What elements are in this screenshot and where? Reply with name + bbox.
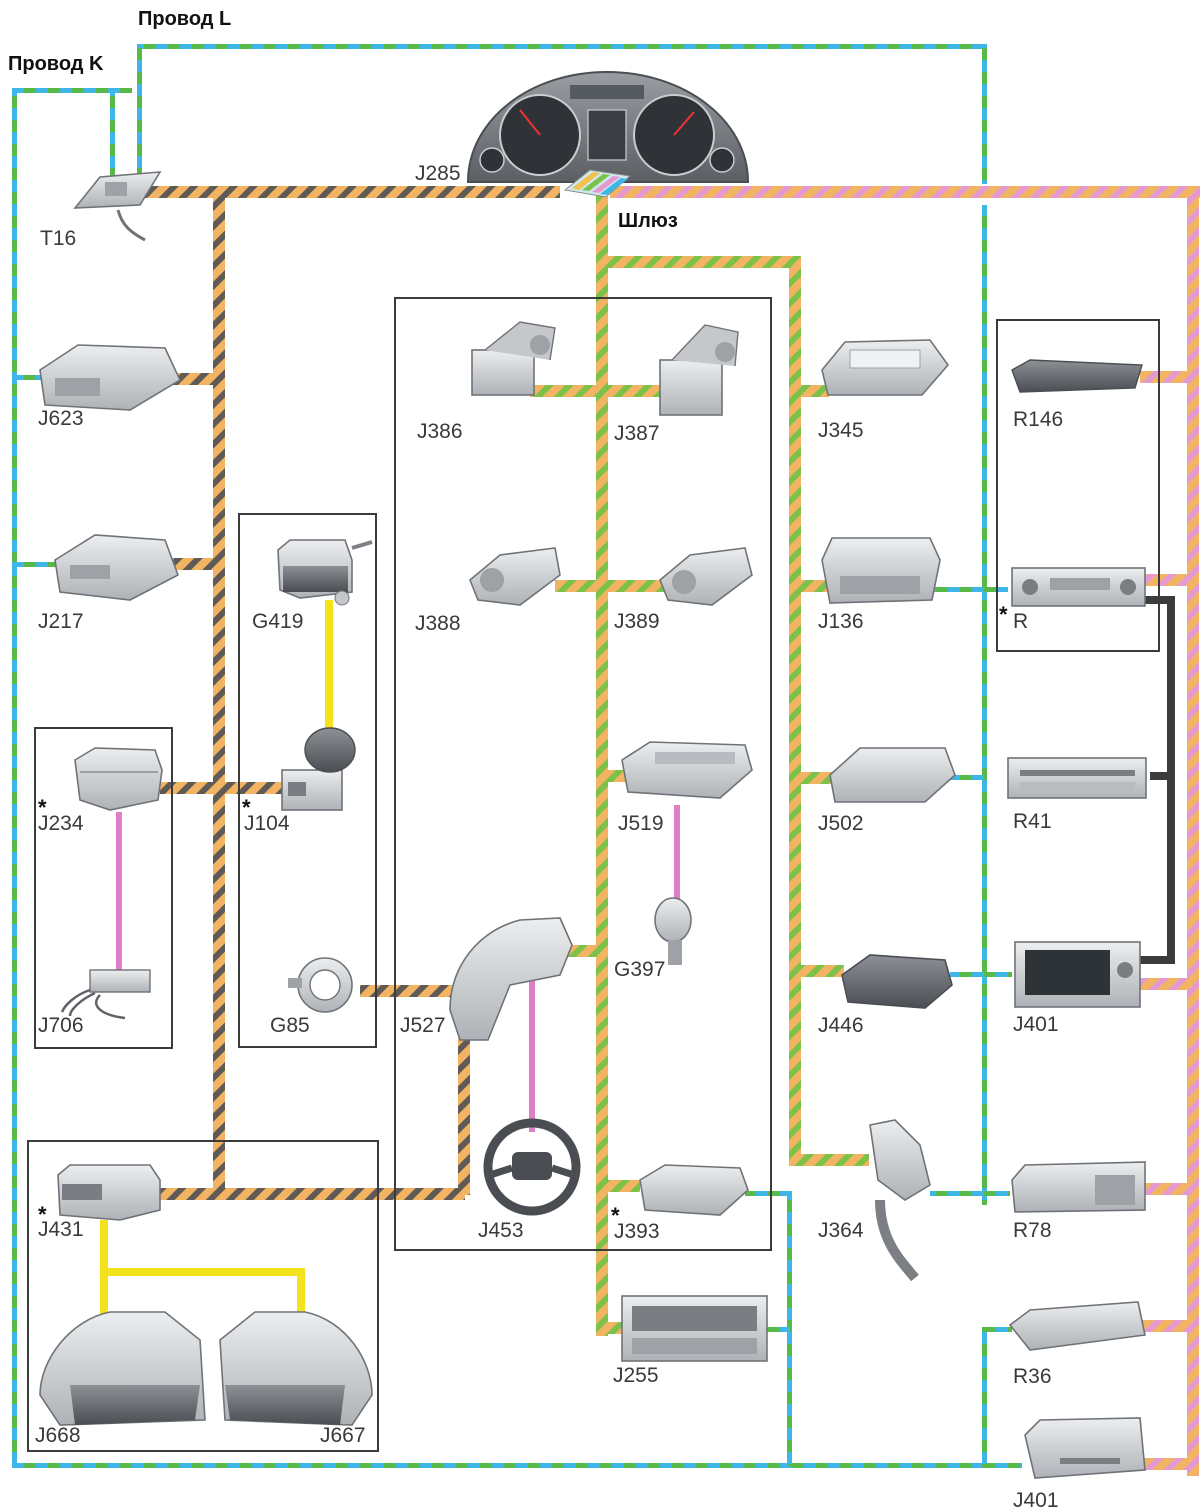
j519-onboard-supply-ecu-icon	[622, 742, 752, 798]
label-j234: J234	[38, 812, 84, 835]
j136-seat-memory-ecu-icon	[822, 538, 940, 603]
j217-transmission-ecu-icon	[55, 535, 178, 600]
j431-headlight-range-ecu-icon	[58, 1165, 160, 1220]
r36-telephone-unit-icon	[1010, 1302, 1145, 1350]
label-j364: J364	[818, 1219, 864, 1242]
j706-occupant-sensor-icon	[62, 970, 150, 1018]
label-r78: R78	[1013, 1219, 1052, 1242]
label-j387: J387	[614, 422, 660, 445]
j388-door-control-unit-icon	[470, 548, 560, 605]
label-j667: J667	[320, 1424, 366, 1447]
wire-k-label: Провод K	[8, 53, 104, 75]
label-j136: J136	[818, 610, 864, 633]
label-j217: J217	[38, 610, 84, 633]
label-j453: J453	[478, 1219, 524, 1242]
gateway-label: Шлюз	[618, 210, 678, 232]
label-t16: T16	[40, 227, 76, 250]
g85-steering-angle-sensor-icon	[288, 958, 352, 1012]
g419-sensor-icon	[278, 540, 372, 605]
label-j527: J527	[400, 1014, 446, 1037]
j389-door-control-unit-icon	[660, 548, 752, 605]
j255-climate-control-icon	[622, 1296, 767, 1361]
j345-trailer-ecu-icon	[822, 340, 948, 395]
label-j104: J104	[244, 812, 290, 835]
label-g397: G397	[614, 958, 665, 981]
j668-headlight-icon	[40, 1312, 205, 1425]
label-j623: J623	[38, 407, 84, 430]
star-r: *	[999, 602, 1008, 627]
wire-l-label: Провод L	[138, 8, 231, 30]
label-j388: J388	[415, 612, 461, 635]
j364-auxiliary-heater-icon	[870, 1120, 930, 1278]
label-j255: J255	[613, 1364, 659, 1387]
j401-navigation-unit-icon	[1015, 942, 1140, 1007]
label-j393: J393	[614, 1220, 660, 1243]
j502-tire-pressure-ecu-icon	[830, 748, 955, 802]
label-g419: G419	[252, 610, 303, 633]
j453-steering-wheel-icon	[488, 1123, 576, 1211]
label-j446: J446	[818, 1014, 864, 1037]
label-r146: R146	[1013, 408, 1063, 431]
r78-tv-tuner-icon	[1012, 1162, 1145, 1212]
label-r36: R36	[1013, 1365, 1052, 1388]
j667-headlight-icon	[220, 1312, 372, 1425]
j285-instrument-cluster-icon	[468, 72, 748, 182]
t16-diagnostic-connector-icon	[75, 172, 160, 240]
j623-engine-ecu-icon	[40, 345, 180, 410]
j386-door-control-unit-icon	[472, 322, 555, 395]
label-j668: J668	[35, 1424, 81, 1447]
j387-door-control-unit-icon	[660, 325, 738, 415]
label-j285: J285	[415, 162, 461, 185]
r146-satellite-radio-icon	[1012, 360, 1142, 392]
j393-comfort-ecu-icon	[640, 1165, 748, 1215]
j446-parking-aid-ecu-icon	[842, 955, 952, 1008]
label-j401-drive: J401	[1013, 1489, 1059, 1512]
j401-navigation-drive-icon	[1025, 1418, 1145, 1478]
label-r: R	[1013, 610, 1028, 633]
label-j401-nav: J401	[1013, 1013, 1059, 1036]
r41-cd-changer-icon	[1008, 758, 1146, 798]
label-j389: J389	[614, 610, 660, 633]
label-j706: J706	[38, 1014, 84, 1037]
j234-airbag-ecu-icon	[75, 748, 162, 810]
j104-abs-unit-icon	[282, 728, 355, 810]
label-j345: J345	[818, 419, 864, 442]
label-r41: R41	[1013, 810, 1052, 833]
group-boxes	[28, 298, 1159, 1451]
label-j519: J519	[618, 812, 664, 835]
j527-steering-column-ecu-icon	[450, 918, 572, 1040]
label-j431: J431	[38, 1218, 84, 1241]
r-radio-icon	[1012, 568, 1145, 606]
label-j386: J386	[417, 420, 463, 443]
label-j502: J502	[818, 812, 864, 835]
g397-rain-light-sensor-icon	[655, 898, 691, 965]
label-g85: G85	[270, 1014, 310, 1037]
